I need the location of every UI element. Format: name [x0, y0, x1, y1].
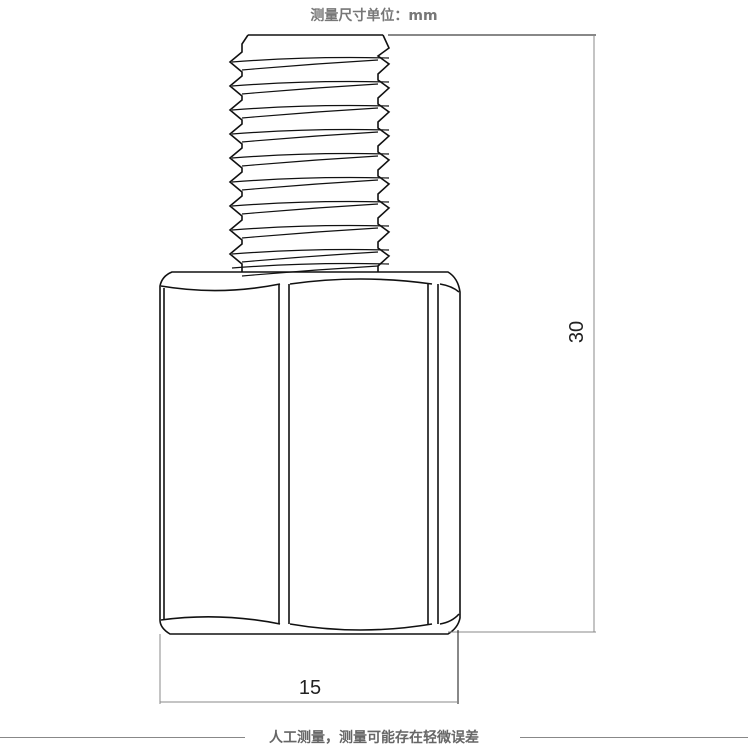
footer-divider-right [520, 737, 748, 738]
thread-profile-right [376, 34, 391, 272]
threaded-stud [228, 34, 391, 277]
footer-divider-left [0, 737, 245, 738]
thread-crest-line [231, 200, 390, 215]
dimension-lines [159, 34, 596, 704]
thread-crest-line [231, 262, 390, 277]
thread-crest-line [231, 104, 390, 119]
thread-crest-line [231, 224, 390, 239]
width-dimension: 15 [299, 677, 321, 699]
thread-crest-line [231, 152, 390, 167]
thread-crest-line [231, 56, 390, 71]
thread-profile-left [228, 34, 249, 272]
footer-note: 人工测量，测量可能存在轻微误差 [269, 730, 479, 746]
thread-crest-line [231, 248, 390, 263]
height-dimension: 30 [566, 321, 588, 343]
unit-label: 测量尺寸单位：mm [310, 8, 438, 24]
thread-crest-line [231, 80, 390, 95]
thread-crest-line [231, 176, 390, 191]
hex-body [159, 271, 461, 635]
thread-crest-line [231, 128, 390, 143]
